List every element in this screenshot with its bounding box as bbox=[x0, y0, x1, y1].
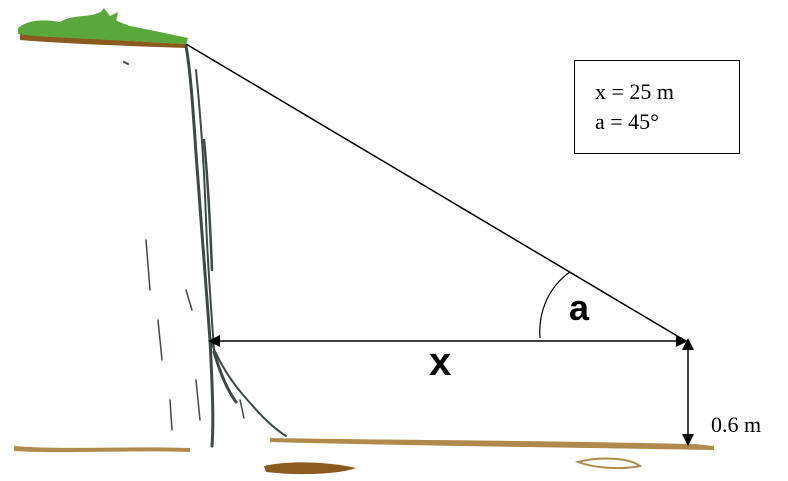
cliff-face-shade-7 bbox=[185, 289, 245, 421]
cliff-face-shade-5 bbox=[145, 239, 151, 291]
given-angle-value: a = 45° bbox=[595, 109, 659, 134]
cliff-face-speck bbox=[123, 61, 129, 65]
cliff-top bbox=[18, 8, 188, 48]
height-label: 0.6 m bbox=[711, 412, 762, 437]
cliff-face-edge bbox=[184, 44, 215, 448]
cliff-face-shade-4 bbox=[212, 350, 238, 404]
ground-line-right bbox=[270, 438, 714, 450]
height-arrowhead-bottom bbox=[682, 434, 694, 446]
cliff-top-soil bbox=[20, 32, 186, 48]
distance-x-arrow bbox=[208, 335, 688, 347]
distance-x-arrowhead-left bbox=[208, 335, 220, 347]
given-x-value: x = 25 m bbox=[595, 79, 675, 104]
height-arrow bbox=[682, 338, 694, 446]
angle-label: a bbox=[569, 287, 590, 328]
given-values-box: x = 25 m a = 45° bbox=[574, 60, 740, 154]
cliff-face bbox=[123, 44, 287, 448]
cliff-top-grass-tuft bbox=[96, 8, 118, 22]
height-arrowhead-top bbox=[682, 338, 694, 350]
distance-x-arrowhead-right bbox=[676, 335, 688, 347]
cliff-face-shade-2 bbox=[202, 138, 214, 272]
cliff-top-grass bbox=[18, 12, 188, 44]
cliff-face-shade-6 bbox=[157, 319, 173, 431]
ground-patch bbox=[264, 462, 356, 475]
ground-scribble bbox=[574, 457, 643, 470]
distance-label: x bbox=[429, 340, 452, 384]
cliff-face-shade-3 bbox=[209, 339, 287, 437]
ground bbox=[14, 438, 714, 475]
ground-line-left bbox=[14, 446, 190, 453]
line-of-sight bbox=[185, 43, 685, 341]
cliff-face-shade-1 bbox=[195, 69, 215, 351]
angle-arc bbox=[539, 271, 571, 339]
